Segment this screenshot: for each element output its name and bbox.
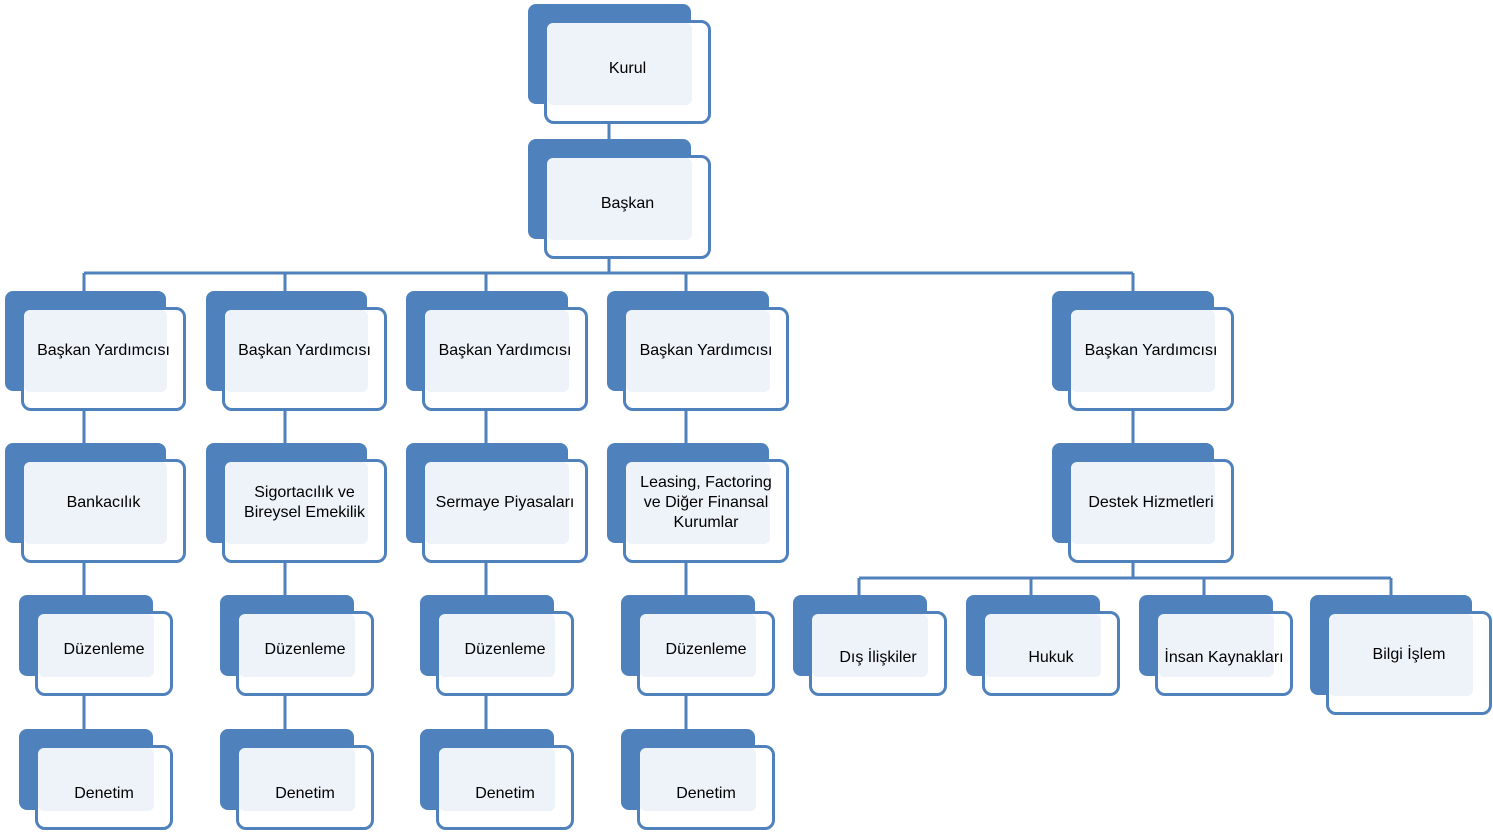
node-baskan-yardimcisi-1-label: Başkan Yardımcısı bbox=[37, 342, 170, 359]
node-dis-iliskiler-box bbox=[809, 611, 947, 696]
node-baskan-yardimcisi-2: Başkan Yardımcısı bbox=[206, 291, 387, 411]
node-baskan-yardimcisi-1: Başkan Yardımcısı bbox=[5, 291, 186, 411]
node-baskan-yardimcisi-5-box bbox=[1068, 307, 1234, 411]
node-denetim-1-box bbox=[35, 745, 173, 830]
node-dis-iliskiler-fill bbox=[812, 614, 928, 677]
node-duzenleme-4-fill bbox=[640, 614, 756, 677]
node-denetim-2: Denetim bbox=[220, 729, 374, 830]
node-leasing-factoring-box bbox=[623, 459, 789, 563]
node-baskan-yardimcisi-5-label: Başkan Yardımcısı bbox=[1084, 342, 1218, 359]
node-sermaye-piyasalari-box bbox=[422, 459, 588, 563]
node-baskan-label: Başkan bbox=[600, 195, 655, 212]
node-duzenleme-1-box bbox=[35, 611, 173, 696]
node-denetim-2-label: Denetim bbox=[275, 784, 335, 802]
node-sigortacilik-fill bbox=[225, 462, 368, 544]
node-hukuk-label: Hukuk bbox=[1028, 648, 1074, 666]
node-dis-iliskiler-label: Dış İlişkiler bbox=[839, 648, 917, 666]
node-bilgi-islem-box bbox=[1326, 611, 1492, 715]
node-duzenleme-4-box bbox=[637, 611, 775, 696]
node-baskan-box bbox=[544, 155, 711, 259]
node-baskan-yardimcisi-2-label: Başkan Yardımcısı bbox=[238, 342, 371, 359]
node-baskan-yardimcisi-4: Başkan Yardımcısı bbox=[607, 291, 789, 411]
node-baskan-yardimcisi-5: Başkan Yardımcısı bbox=[1052, 291, 1234, 411]
node-bilgi-islem-fill bbox=[1329, 614, 1473, 696]
node-leasing-factoring-label: Leasing, Factoring ve Diğer Finansal Kur… bbox=[640, 474, 772, 531]
node-sermaye-piyasalari-label: Sermaye Piyasaları bbox=[435, 494, 575, 511]
node-duzenleme-3-box bbox=[436, 611, 574, 696]
node-kurul-box bbox=[544, 20, 711, 124]
node-kurul: Kurul bbox=[528, 4, 711, 124]
node-bilgi-islem: Bilgi İşlem bbox=[1310, 595, 1492, 715]
node-baskan-yardimcisi-5-fill bbox=[1071, 310, 1215, 392]
node-kurul-fill bbox=[547, 23, 692, 105]
node-duzenleme-3-label: Düzenleme bbox=[464, 640, 546, 658]
node-denetim-4-label: Denetim bbox=[676, 784, 736, 802]
node-insan-kaynaklari: İnsan Kaynakları bbox=[1139, 595, 1293, 696]
node-denetim-1-fill bbox=[38, 748, 154, 811]
node-baskan-yardimcisi-1-fill bbox=[24, 310, 167, 392]
node-denetim-3-fill bbox=[439, 748, 555, 811]
node-destek-hizmetleri: Destek Hizmetleri bbox=[1052, 443, 1234, 563]
node-sermaye-piyasalari: Sermaye Piyasaları bbox=[406, 443, 588, 563]
node-duzenleme-4-label: Düzenleme bbox=[665, 640, 747, 658]
node-hukuk-fill bbox=[985, 614, 1101, 677]
node-denetim-3-label: Denetim bbox=[475, 784, 535, 802]
node-baskan-fill bbox=[547, 158, 692, 240]
node-bankacilik-box bbox=[21, 459, 186, 563]
node-baskan-yardimcisi-2-box bbox=[222, 307, 387, 411]
node-denetim-4-fill bbox=[640, 748, 756, 811]
node-destek-hizmetleri-fill bbox=[1071, 462, 1215, 544]
node-baskan-yardimcisi-3-box bbox=[422, 307, 588, 411]
node-denetim-3-box bbox=[436, 745, 574, 830]
node-dis-iliskiler: Dış İlişkiler bbox=[793, 595, 947, 696]
node-leasing-factoring-fill bbox=[626, 462, 770, 544]
node-baskan-yardimcisi-2-fill bbox=[225, 310, 368, 392]
node-sermaye-piyasalari-fill bbox=[425, 462, 569, 544]
node-insan-kaynaklari-fill bbox=[1158, 614, 1274, 677]
node-duzenleme-3: Düzenleme bbox=[420, 595, 574, 696]
node-duzenleme-2-box bbox=[236, 611, 374, 696]
node-insan-kaynaklari-box bbox=[1155, 611, 1293, 696]
node-destek-hizmetleri-label: Destek Hizmetleri bbox=[1088, 494, 1214, 511]
node-baskan-yardimcisi-4-fill bbox=[626, 310, 770, 392]
node-duzenleme-1-fill bbox=[38, 614, 154, 677]
node-baskan-yardimcisi-4-box bbox=[623, 307, 789, 411]
node-insan-kaynaklari-label: İnsan Kaynakları bbox=[1164, 648, 1284, 666]
node-duzenleme-1-label: Düzenleme bbox=[63, 640, 145, 658]
node-hukuk: Hukuk bbox=[966, 595, 1120, 696]
node-denetim-4: Denetim bbox=[621, 729, 775, 830]
node-baskan: Başkan bbox=[528, 139, 711, 259]
node-denetim-2-fill bbox=[239, 748, 355, 811]
node-duzenleme-3-fill bbox=[439, 614, 555, 677]
node-bankacilik-label: Bankacılık bbox=[66, 494, 141, 511]
node-denetim-1: Denetim bbox=[19, 729, 173, 830]
node-baskan-yardimcisi-1-box bbox=[21, 307, 186, 411]
node-sigortacilik-box bbox=[222, 459, 387, 563]
node-baskan-yardimcisi-3: Başkan Yardımcısı bbox=[406, 291, 588, 411]
node-leasing-factoring: Leasing, Factoring ve Diğer Finansal Kur… bbox=[607, 443, 789, 563]
node-destek-hizmetleri-box bbox=[1068, 459, 1234, 563]
node-baskan-yardimcisi-4-label: Başkan Yardımcısı bbox=[639, 342, 773, 359]
node-duzenleme-4: Düzenleme bbox=[621, 595, 775, 696]
node-denetim-3: Denetim bbox=[420, 729, 574, 830]
node-hukuk-box bbox=[982, 611, 1120, 696]
node-baskan-yardimcisi-3-fill bbox=[425, 310, 569, 392]
node-bankacilik-fill bbox=[24, 462, 167, 544]
node-duzenleme-2-fill bbox=[239, 614, 355, 677]
node-duzenleme-1: Düzenleme bbox=[19, 595, 173, 696]
node-duzenleme-2: Düzenleme bbox=[220, 595, 374, 696]
node-denetim-2-box bbox=[236, 745, 374, 830]
node-sigortacilik: Sigortacılık ve Bireysel Emekilik bbox=[206, 443, 387, 563]
node-bilgi-islem-label: Bilgi İşlem bbox=[1372, 646, 1446, 663]
node-bankacilik: Bankacılık bbox=[5, 443, 186, 563]
node-denetim-1-label: Denetim bbox=[74, 784, 134, 802]
node-baskan-yardimcisi-3-label: Başkan Yardımcısı bbox=[438, 342, 572, 359]
node-duzenleme-2-label: Düzenleme bbox=[264, 640, 346, 658]
node-denetim-4-box bbox=[637, 745, 775, 830]
node-sigortacilik-label: Sigortacılık ve Bireysel Emekilik bbox=[244, 484, 365, 521]
node-kurul-label: Kurul bbox=[608, 60, 647, 77]
